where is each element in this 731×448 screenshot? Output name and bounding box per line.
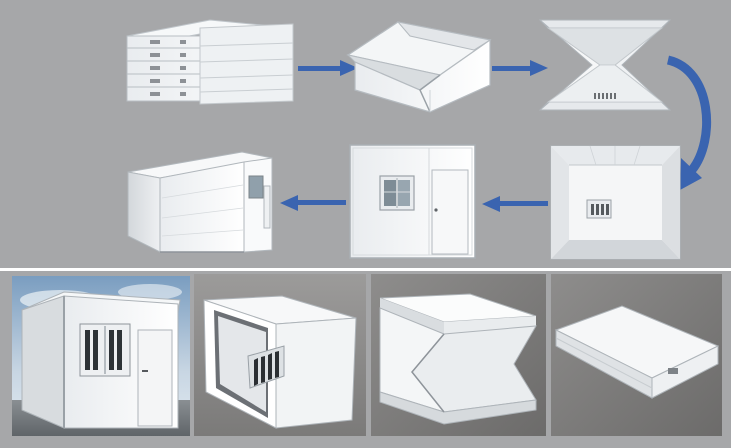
section-divider	[0, 268, 731, 271]
arrow-right-icon	[298, 60, 358, 76]
step-6-long-container	[127, 151, 273, 253]
photo-1-finished-unit	[12, 276, 190, 436]
photo-3-collapsing	[371, 274, 546, 436]
step-3-frame-opening	[538, 19, 672, 111]
arrow-left-icon	[482, 196, 548, 212]
step-2-half-unfolded	[346, 21, 492, 113]
door-handle-icon	[434, 208, 438, 212]
arrow-left-icon	[280, 195, 346, 211]
arrow-right-icon	[492, 60, 548, 76]
hinge-icon	[668, 368, 678, 374]
curved-arrow-down-icon	[666, 55, 712, 190]
door	[263, 185, 271, 229]
door	[431, 169, 469, 255]
window	[379, 175, 415, 211]
photo-2-open-frame	[194, 274, 366, 436]
door-handle-icon	[142, 370, 148, 372]
photo-4-folded-flat	[551, 274, 722, 436]
panel-hinge-icons	[150, 40, 186, 96]
vent-icon	[594, 93, 616, 99]
window	[248, 175, 264, 199]
step-4-open-frame-interior	[550, 145, 681, 260]
step-1-stacked-panels	[126, 19, 294, 105]
step-5-closed-container	[349, 144, 476, 259]
